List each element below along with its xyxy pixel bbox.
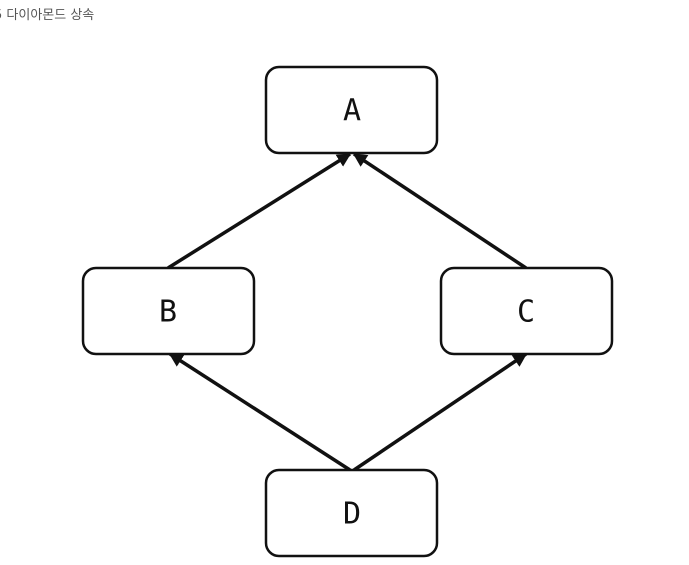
node-b: B xyxy=(81,266,256,356)
node-a-label: A xyxy=(343,94,361,129)
edge-c-to-a xyxy=(352,152,527,270)
node-a: A xyxy=(264,65,439,155)
figure-caption: 5 다이아몬드 상속 xyxy=(0,8,95,23)
node-c-box xyxy=(439,266,614,356)
edge-d-to-b xyxy=(168,352,351,472)
node-b-box xyxy=(81,266,256,356)
node-c: C xyxy=(439,266,614,356)
edge-d-to-c xyxy=(353,352,528,472)
node-d-box xyxy=(264,468,439,558)
node-b-label: B xyxy=(159,295,177,330)
node-d: D xyxy=(264,468,439,558)
node-c-label: C xyxy=(517,295,535,330)
edge-b-to-a xyxy=(167,152,352,270)
node-a-box xyxy=(264,65,439,155)
node-d-label: D xyxy=(343,497,361,532)
